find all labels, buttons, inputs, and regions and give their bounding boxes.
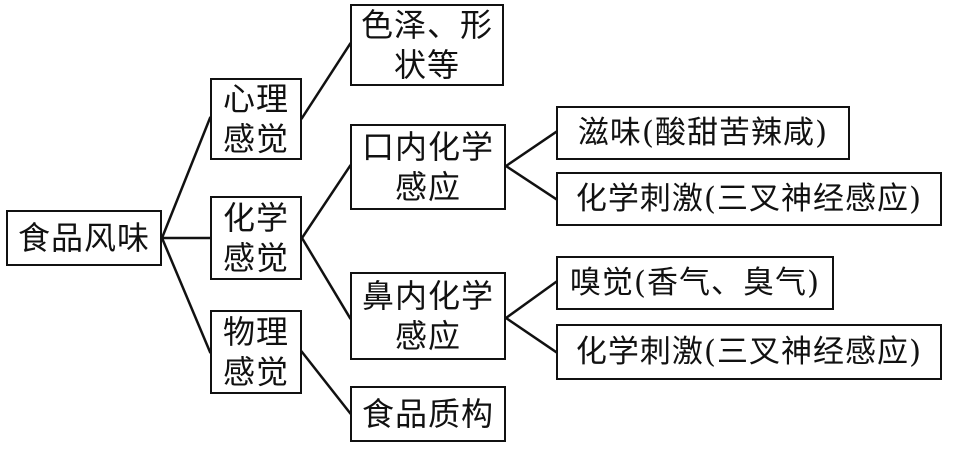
node-label-stack: 鼻内化学 感应: [362, 276, 494, 356]
node-oral-trigeminal: 化学刺激(三叉神经感应): [556, 172, 942, 226]
node-label-stack: 化学 感觉: [223, 198, 289, 278]
edge-chem-oral: [300, 164, 352, 240]
node-physical-sense: 物理 感觉: [210, 310, 302, 394]
node-food-texture: 食品质构: [350, 386, 506, 442]
node-label: 食品质构: [361, 395, 494, 433]
node-label-line-2: 感觉: [222, 120, 289, 158]
node-label-line-1: 口内化学: [361, 128, 494, 166]
node-label-stack: 心理 感觉: [223, 79, 289, 159]
node-taste: 滋味(酸甜苦辣咸): [556, 106, 850, 160]
node-label-line-2: 感觉: [222, 239, 289, 277]
edge-chem-nasal: [300, 236, 352, 320]
node-nasal-chemical-sensing: 鼻内化学 感应: [350, 272, 506, 360]
node-label: 嗅觉(香气、臭气): [569, 265, 821, 301]
node-smell: 嗅觉(香气、臭气): [556, 256, 834, 310]
node-label-line-2: 感觉: [222, 353, 289, 391]
edge-root-psych: [160, 116, 212, 240]
edge-nasal-trigeminal: [504, 316, 558, 354]
node-oral-chemical-sensing: 口内化学 感应: [350, 124, 506, 210]
node-label-line-1: 心理: [222, 80, 289, 118]
node-label-line-1: 物理: [222, 313, 289, 351]
node-label: 化学刺激(三叉神经感应): [575, 181, 923, 217]
edge-root-phys: [160, 236, 212, 354]
node-color-shape: 色泽、形 状等: [350, 4, 504, 86]
edge-phys-texture: [300, 350, 352, 415]
node-label-stack: 口内化学 感应: [362, 127, 494, 207]
edge-psych-color: [300, 42, 352, 120]
node-chemical-sense: 化学 感觉: [210, 196, 302, 280]
node-label-line-2: 感应: [394, 317, 461, 355]
node-label: 食品风味: [17, 219, 150, 257]
node-label-line-2: 状等: [393, 46, 460, 84]
node-label: 化学刺激(三叉神经感应): [575, 334, 923, 370]
node-label-line-1: 色泽、形: [360, 6, 493, 44]
node-label-line-2: 感应: [394, 168, 461, 206]
edge-oral-trigeminal: [504, 164, 558, 201]
node-label-line-1: 鼻内化学: [361, 277, 494, 315]
edge-nasal-smell: [504, 280, 558, 320]
node-label-line-1: 化学: [222, 199, 289, 237]
node-label: 滋味(酸甜苦辣咸): [577, 115, 829, 151]
node-food-flavor: 食品风味: [6, 210, 162, 266]
node-label-stack: 物理 感觉: [223, 312, 289, 392]
node-psychological-sense: 心理 感觉: [210, 78, 302, 160]
edge-oral-taste: [504, 130, 558, 168]
node-nasal-trigeminal: 化学刺激(三叉神经感应): [556, 324, 942, 380]
node-label-stack: 色泽、形 状等: [361, 5, 493, 85]
